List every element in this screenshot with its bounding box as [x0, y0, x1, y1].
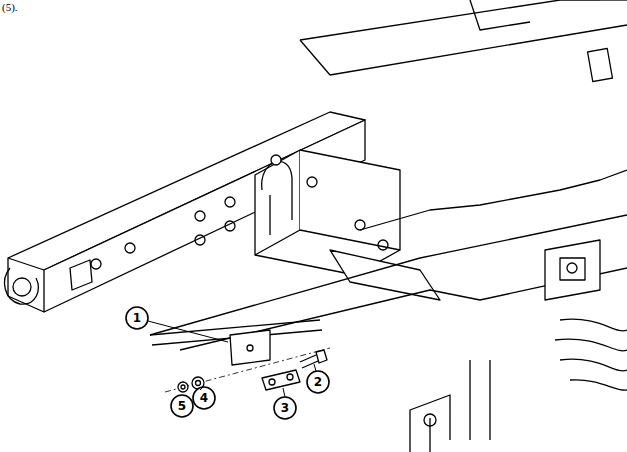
reference-note: (5). — [2, 1, 18, 13]
callout-number: 4 — [193, 387, 215, 409]
callout-number: 3 — [274, 397, 296, 419]
callout-number: 2 — [307, 371, 329, 393]
callout-number: 5 — [171, 395, 193, 417]
callout-number: 1 — [126, 307, 148, 329]
